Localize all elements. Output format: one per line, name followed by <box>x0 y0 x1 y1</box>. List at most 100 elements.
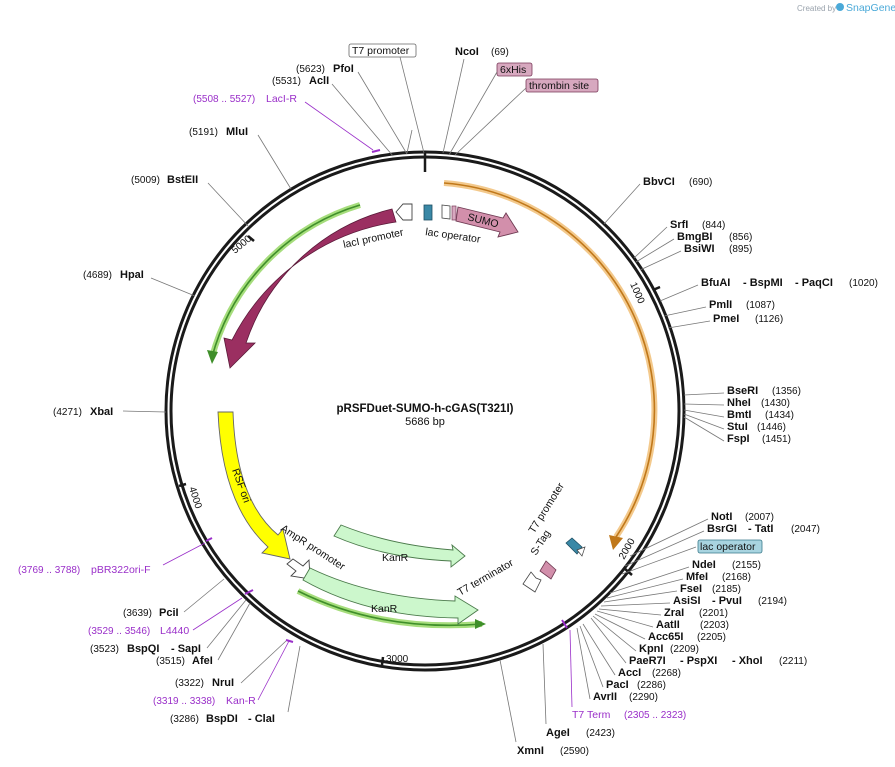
fsei-label[interactable]: FseI <box>680 583 702 595</box>
t7-promoter-box: T7 promoter <box>348 43 417 58</box>
nrui-pos: (3322) <box>175 678 204 689</box>
tati-label[interactable]: - TatI <box>748 523 773 535</box>
paer7i-label[interactable]: PaeR7I <box>629 655 666 667</box>
bfuai-pos: (1020) <box>849 278 878 289</box>
plasmid-size: 5686 bp <box>405 416 445 428</box>
stui-pos: (1446) <box>757 422 786 433</box>
bspmi-label[interactable]: - BspMI <box>743 277 783 289</box>
nrui-label[interactable]: NruI <box>212 677 234 689</box>
bbvci-label[interactable]: BbvCI <box>643 176 675 188</box>
mfei-label[interactable]: MfeI <box>686 571 708 583</box>
mlui-pos: (5191) <box>189 127 218 138</box>
afei-label[interactable]: AfeI <box>192 655 213 667</box>
paci-label[interactable]: PacI <box>606 679 629 691</box>
xhoi-label[interactable]: - XhoI <box>732 655 763 667</box>
xbai-label[interactable]: XbaI <box>90 406 113 418</box>
tick-mark-5000 <box>247 235 255 242</box>
clai-label[interactable]: - ClaI <box>248 713 275 725</box>
sapi-label[interactable]: - SapI <box>171 643 201 655</box>
t7-term-pos: (2305 .. 2323) <box>624 710 686 721</box>
pmei-pos: (1126) <box>755 314 783 325</box>
mfei-pos: (2168) <box>722 572 751 583</box>
ncoi-pos: (69) <box>491 47 509 58</box>
laci-r-label[interactable]: LacI-R <box>266 93 297 105</box>
kanr-primer-label[interactable]: Kan-R <box>226 695 256 707</box>
fsei-pos: (2185) <box>712 584 741 595</box>
plasmid-name: pRSFDuet-SUMO-h-cGAS(T321I) <box>337 403 514 415</box>
agei-pos: (2423) <box>586 728 615 739</box>
bsrgi-pos: (2047) <box>791 524 820 535</box>
lac-operator-feature <box>423 204 433 221</box>
l4440-label[interactable]: L4440 <box>160 625 189 637</box>
bseri-label[interactable]: BseRI <box>727 385 758 397</box>
laci-feature <box>223 208 397 369</box>
bfuai-label[interactable]: BfuAI <box>701 277 730 289</box>
zrai-label[interactable]: ZraI <box>664 607 684 619</box>
ncoi-label[interactable]: NcoI <box>455 46 479 58</box>
laci-orf-arrowhead <box>207 350 218 364</box>
pvui-label[interactable]: - PvuI <box>712 595 742 607</box>
acci-label[interactable]: AccI <box>618 667 641 679</box>
laci-r-pos: (5508 .. 5527) <box>193 94 255 105</box>
acli-label[interactable]: AclI <box>309 75 329 87</box>
agei-label[interactable]: AgeI <box>546 727 570 739</box>
mlui-label[interactable]: MluI <box>226 126 248 138</box>
acc65i-label[interactable]: Acc65I <box>648 631 683 643</box>
nhei-label[interactable]: NheI <box>727 397 751 409</box>
aatii-label[interactable]: AatII <box>656 619 680 631</box>
pcii-pos: (3639) <box>123 608 152 619</box>
bspdi-label[interactable]: BspDI <box>206 713 238 725</box>
pfoi-label[interactable]: PfoI <box>333 63 354 75</box>
ampr-promoter-feature <box>286 558 311 580</box>
pspxi-label[interactable]: - PspXI <box>680 655 717 667</box>
paqci-label[interactable]: - PaqCI <box>795 277 833 289</box>
kanr-primer-pos: (3319 .. 3338) <box>153 696 215 707</box>
aatii-pos: (2203) <box>700 620 729 631</box>
hpai-pos: (4689) <box>83 270 112 281</box>
srfi-label[interactable]: SrfI <box>670 219 688 231</box>
t7-term-label[interactable]: T7 Term <box>572 709 611 721</box>
pbr322ori-pos: (3769 .. 3788) <box>18 565 80 576</box>
bmgbi-label[interactable]: BmgBI <box>677 231 712 243</box>
asisi-label[interactable]: AsiSI <box>673 595 701 607</box>
bmti-label[interactable]: BmtI <box>727 409 751 421</box>
bsrgi-label[interactable]: BsrGI <box>707 523 737 535</box>
paci-pos: (2286) <box>637 680 666 691</box>
t7-terminator-label: T7 terminator <box>456 557 517 599</box>
his-tag-box-text: 6xHis <box>500 64 526 76</box>
snapgene-logo: SnapGene <box>836 2 895 14</box>
bspqi-label[interactable]: BspQI <box>127 643 159 655</box>
stui-label[interactable]: StuI <box>727 421 748 433</box>
avrii-label[interactable]: AvrII <box>593 691 617 703</box>
noti-label[interactable]: NotI <box>711 511 732 523</box>
bmgbi-pos: (856) <box>729 232 752 243</box>
bsiwi-pos: (895) <box>729 244 752 255</box>
xmni-pos: (2590) <box>560 746 589 757</box>
tick-label-3000: 3000 <box>386 654 409 665</box>
fspi-label[interactable]: FspI <box>727 433 750 445</box>
paer7i-pos: (2211) <box>779 656 807 667</box>
ndei-label[interactable]: NdeI <box>692 559 716 571</box>
pcii-label[interactable]: PciI <box>159 607 179 619</box>
kanr-feature-2 <box>302 567 479 625</box>
t7-promoter-box-text: T7 promoter <box>352 45 410 57</box>
srfi-pos: (844) <box>702 220 725 231</box>
snapgene-logo-text: SnapGene <box>846 2 895 14</box>
bsiwi-label[interactable]: BsiWI <box>684 243 715 255</box>
thrombin-site-box: thrombin site <box>525 78 599 93</box>
hpai-label[interactable]: HpaI <box>120 269 144 281</box>
kanr-label-1: KanR <box>382 552 409 564</box>
s-tag-feature <box>539 560 557 580</box>
lac-operator-box: lac operator <box>697 539 763 554</box>
nhei-pos: (1430) <box>761 398 790 409</box>
pmei-label[interactable]: PmeI <box>713 313 739 325</box>
pmli-label[interactable]: PmlI <box>709 299 732 311</box>
bsteii-label[interactable]: BstEII <box>167 174 198 186</box>
kpni-label[interactable]: KpnI <box>639 643 663 655</box>
xmni-label[interactable]: XmnI <box>517 745 544 757</box>
acc65i-pos: (2205) <box>697 632 726 643</box>
bseri-pos: (1356) <box>772 386 801 397</box>
kanr-feature-1 <box>333 524 466 568</box>
pbr322ori-label[interactable]: pBR322ori-F <box>91 564 151 576</box>
acci-pos: (2268) <box>652 668 681 679</box>
